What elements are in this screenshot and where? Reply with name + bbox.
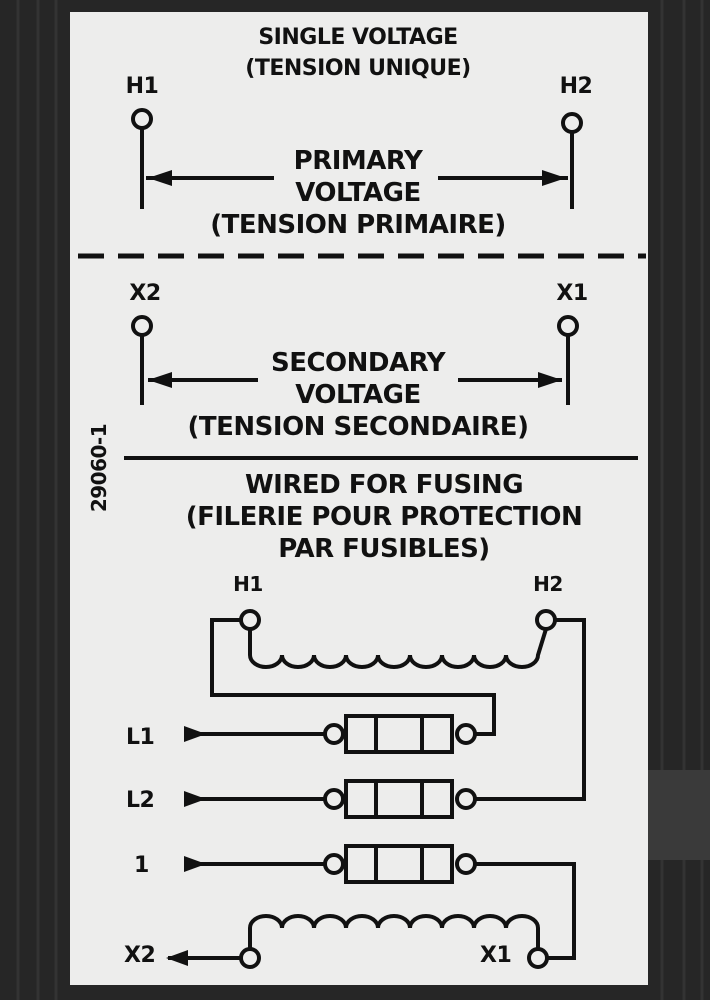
single-voltage-subtitle: (TENSION UNIQUE) (245, 56, 471, 81)
fusing-h2-terminal (535, 609, 557, 631)
arrow-right-icon (542, 170, 566, 186)
fusing-subtitle-line1: (FILERIE POUR PROTECTION (185, 502, 583, 532)
primary-coil (248, 628, 548, 669)
terminal-h2-label: H2 (559, 74, 593, 99)
fusing-x2-label: X2 (124, 943, 156, 968)
arrow-right-icon (184, 791, 206, 807)
fusing-x1-label: X1 (480, 943, 512, 968)
fusing-h1-terminal (239, 609, 261, 631)
secondary-coil (248, 914, 540, 949)
secondary-voltage-line3: (TENSION SECONDAIRE) (187, 412, 529, 442)
secondary-voltage-line2: VOLTAGE (295, 380, 421, 410)
h1-terminal (131, 108, 153, 130)
fusing-h1-label: H1 (233, 572, 263, 596)
arrow-left-icon (148, 372, 172, 388)
fuse-3 (344, 844, 454, 884)
h2-terminal (561, 112, 583, 134)
fuse-2 (344, 779, 454, 819)
primary-voltage-line3: (TENSION PRIMAIRE) (210, 210, 506, 240)
single-voltage-title: SINGLE VOLTAGE (258, 25, 458, 50)
primary-voltage-line2: VOLTAGE (295, 178, 421, 208)
terminal-h1-label: H1 (125, 74, 159, 99)
terminal-x1-label: X1 (556, 281, 588, 306)
arrow-left-icon (166, 950, 188, 966)
secondary-voltage-line1: SECONDARY (270, 348, 446, 378)
terminal-x2-label: X2 (129, 281, 161, 306)
fusing-h2-label: H2 (533, 572, 563, 596)
fusing-x2-terminal (239, 947, 261, 969)
x1-terminal (557, 315, 579, 337)
arrow-right-icon (538, 372, 562, 388)
arrow-right-icon (184, 726, 206, 742)
fusing-subtitle-line2: PAR FUSIBLES) (278, 534, 490, 564)
input-l1-label: L1 (126, 725, 155, 750)
arrow-right-icon (184, 856, 206, 872)
input-1-label: 1 (134, 853, 149, 878)
arrow-left-icon (148, 170, 172, 186)
fusing-title: WIRED FOR FUSING (244, 470, 524, 500)
fuse-1 (344, 714, 454, 754)
x2-terminal (131, 315, 153, 337)
primary-voltage-line1: PRIMARY (293, 146, 423, 176)
fusing-x1-terminal (527, 947, 549, 969)
input-l2-label: L2 (126, 788, 155, 813)
